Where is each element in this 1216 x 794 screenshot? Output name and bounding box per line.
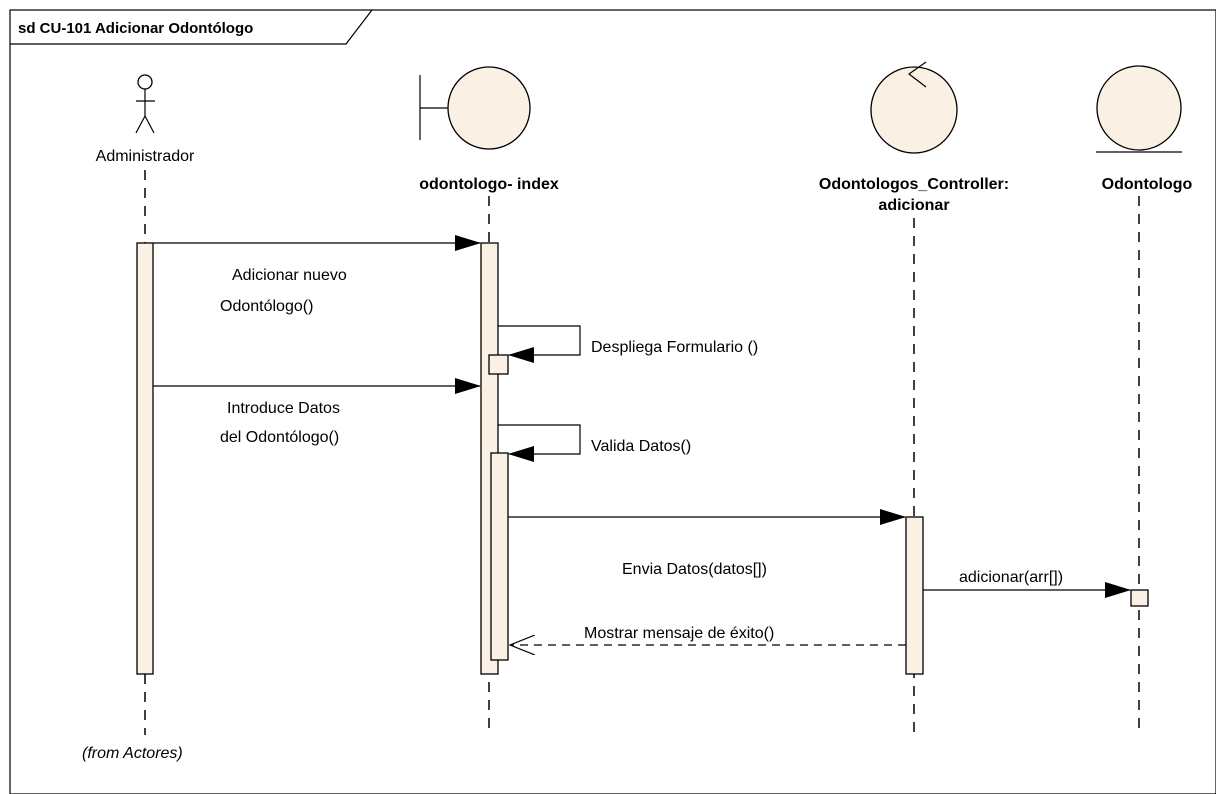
message-label: Envia Datos(datos[]) bbox=[622, 561, 767, 578]
message-label-line1: Adicionar nuevo bbox=[232, 267, 347, 284]
activation-administrador bbox=[136, 242, 154, 675]
message-label: Mostrar mensaje de éxito() bbox=[584, 625, 774, 642]
message-label-line1: Introduce Datos bbox=[227, 400, 340, 417]
activation-valida-datos bbox=[490, 452, 509, 661]
actor-administrador[interactable]: Administrador bbox=[96, 74, 195, 165]
message-despliega-formulario: Despliega Formulario () bbox=[498, 325, 758, 363]
control-odontologos-controller[interactable]: Odontologos_Controller: adicionar bbox=[819, 61, 1009, 214]
message-label: Despliega Formulario () bbox=[591, 339, 758, 356]
message-mostrar-mensaje-exito: Mostrar mensaje de éxito() bbox=[510, 625, 906, 645]
control-label-line1: Odontologos_Controller: bbox=[819, 176, 1009, 193]
message-label-line2: del Odontólogo() bbox=[220, 429, 339, 446]
activation-controller bbox=[905, 516, 924, 675]
message-adicionar-nuevo-odontologo: Adicionar nuevo Odontólogo() bbox=[153, 235, 481, 315]
frame-title: sd CU-101 Adicionar Odontólogo bbox=[18, 20, 253, 37]
message-introduce-datos: Introduce Datos del Odontólogo() bbox=[153, 378, 481, 446]
actor-label: Administrador bbox=[96, 148, 195, 165]
message-label: adicionar(arr[]) bbox=[959, 569, 1063, 586]
actor-stick-figure-icon bbox=[135, 74, 155, 134]
activation-despliega-formulario bbox=[488, 354, 509, 375]
message-envia-datos: Envia Datos(datos[]) bbox=[508, 509, 906, 578]
entity-icon bbox=[1096, 65, 1182, 153]
message-adicionar: adicionar(arr[]) bbox=[923, 569, 1131, 598]
entity-label: Odontologo bbox=[1102, 176, 1193, 193]
message-label-line2: Odontólogo() bbox=[220, 298, 313, 315]
actor-package-note: (from Actores) bbox=[82, 745, 183, 762]
boundary-icon bbox=[419, 66, 531, 150]
message-valida-datos: Valida Datos() bbox=[498, 424, 691, 462]
boundary-odontologo-index[interactable]: odontologo- index bbox=[419, 66, 559, 193]
control-icon bbox=[870, 61, 958, 154]
sequence-frame: sd CU-101 Adicionar Odontólogo bbox=[9, 9, 1216, 794]
message-label: Valida Datos() bbox=[591, 438, 691, 455]
control-label-line2: adicionar bbox=[878, 197, 949, 214]
boundary-label: odontologo- index bbox=[419, 176, 559, 193]
activation-odontologo-entity bbox=[1130, 589, 1149, 607]
entity-odontologo[interactable]: Odontologo bbox=[1096, 65, 1193, 193]
